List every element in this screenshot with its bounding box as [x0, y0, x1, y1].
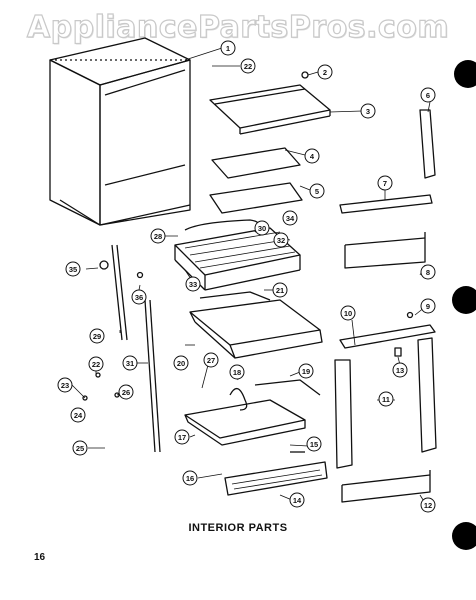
- part-19: [254, 379, 321, 396]
- callout-25: 25: [76, 444, 84, 453]
- part-13: [394, 347, 402, 357]
- callout-20: 20: [177, 359, 185, 368]
- part-14: [224, 461, 328, 496]
- callout-32: 32: [277, 236, 285, 245]
- callout-18: 18: [233, 368, 241, 377]
- callout-11: 11: [382, 395, 390, 404]
- part-29: [111, 244, 128, 341]
- callout-7: 7: [383, 179, 387, 188]
- callout-36: 36: [135, 293, 143, 302]
- callout-26: 26: [122, 388, 130, 397]
- binder-hole: [452, 286, 476, 314]
- callout-1: 1: [226, 44, 230, 53]
- cabinet-liner: [49, 37, 191, 226]
- binder-hole: [454, 60, 476, 88]
- part-5: [209, 182, 303, 214]
- part-18: [229, 388, 248, 411]
- part-17: [184, 399, 306, 446]
- callout-29: 29: [93, 332, 101, 341]
- callout-22: 22: [92, 360, 100, 369]
- callout-13: 13: [396, 366, 404, 375]
- callout-14: 14: [293, 496, 302, 505]
- callout-10: 10: [344, 309, 352, 318]
- callout-33: 33: [189, 280, 197, 289]
- part-35: [99, 260, 109, 270]
- callout-31: 31: [126, 359, 134, 368]
- site-watermark: AppliancePartsPros.com: [26, 9, 450, 45]
- callout-6: 6: [426, 91, 430, 100]
- callout-16: 16: [186, 474, 194, 483]
- part-36: [136, 271, 144, 279]
- callout-8: 8: [426, 268, 430, 277]
- part-12: [341, 470, 431, 503]
- callout-30: 30: [258, 224, 266, 233]
- callout-5: 5: [315, 187, 319, 196]
- binder-hole: [452, 522, 476, 550]
- page-number: 16: [34, 552, 46, 563]
- callout-labels: 1 22 2 3 4 5 6 7 8 9 10 11 12 13 14 15 1…: [57, 40, 436, 513]
- callout-28: 28: [154, 232, 162, 241]
- part-20: [189, 299, 323, 359]
- callout-4: 4: [310, 152, 315, 161]
- callout-27: 27: [207, 356, 215, 365]
- part-31: [149, 299, 161, 453]
- part-3: [209, 84, 331, 135]
- callout-22-top: 22: [244, 62, 252, 71]
- callout-24: 24: [74, 411, 83, 420]
- part-30: [184, 219, 260, 233]
- part-21: [199, 291, 271, 301]
- callout-2: 2: [323, 68, 327, 77]
- callout-3: 3: [366, 107, 370, 116]
- part-7: [339, 194, 433, 214]
- part-6: [419, 109, 436, 179]
- part-8: [344, 232, 426, 269]
- part-11: [334, 337, 437, 469]
- callout-15: 15: [310, 440, 318, 449]
- callout-12: 12: [424, 501, 432, 510]
- callout-35: 35: [69, 265, 77, 274]
- callout-34: 34: [286, 214, 295, 223]
- callout-9: 9: [426, 302, 430, 311]
- diagram-caption: INTERIOR PARTS: [188, 522, 288, 534]
- part-4: [211, 147, 301, 179]
- callout-23: 23: [61, 381, 69, 390]
- part-10: [339, 324, 436, 349]
- callout-19: 19: [302, 367, 310, 376]
- callout-21: 21: [276, 286, 284, 295]
- callout-17: 17: [178, 433, 186, 442]
